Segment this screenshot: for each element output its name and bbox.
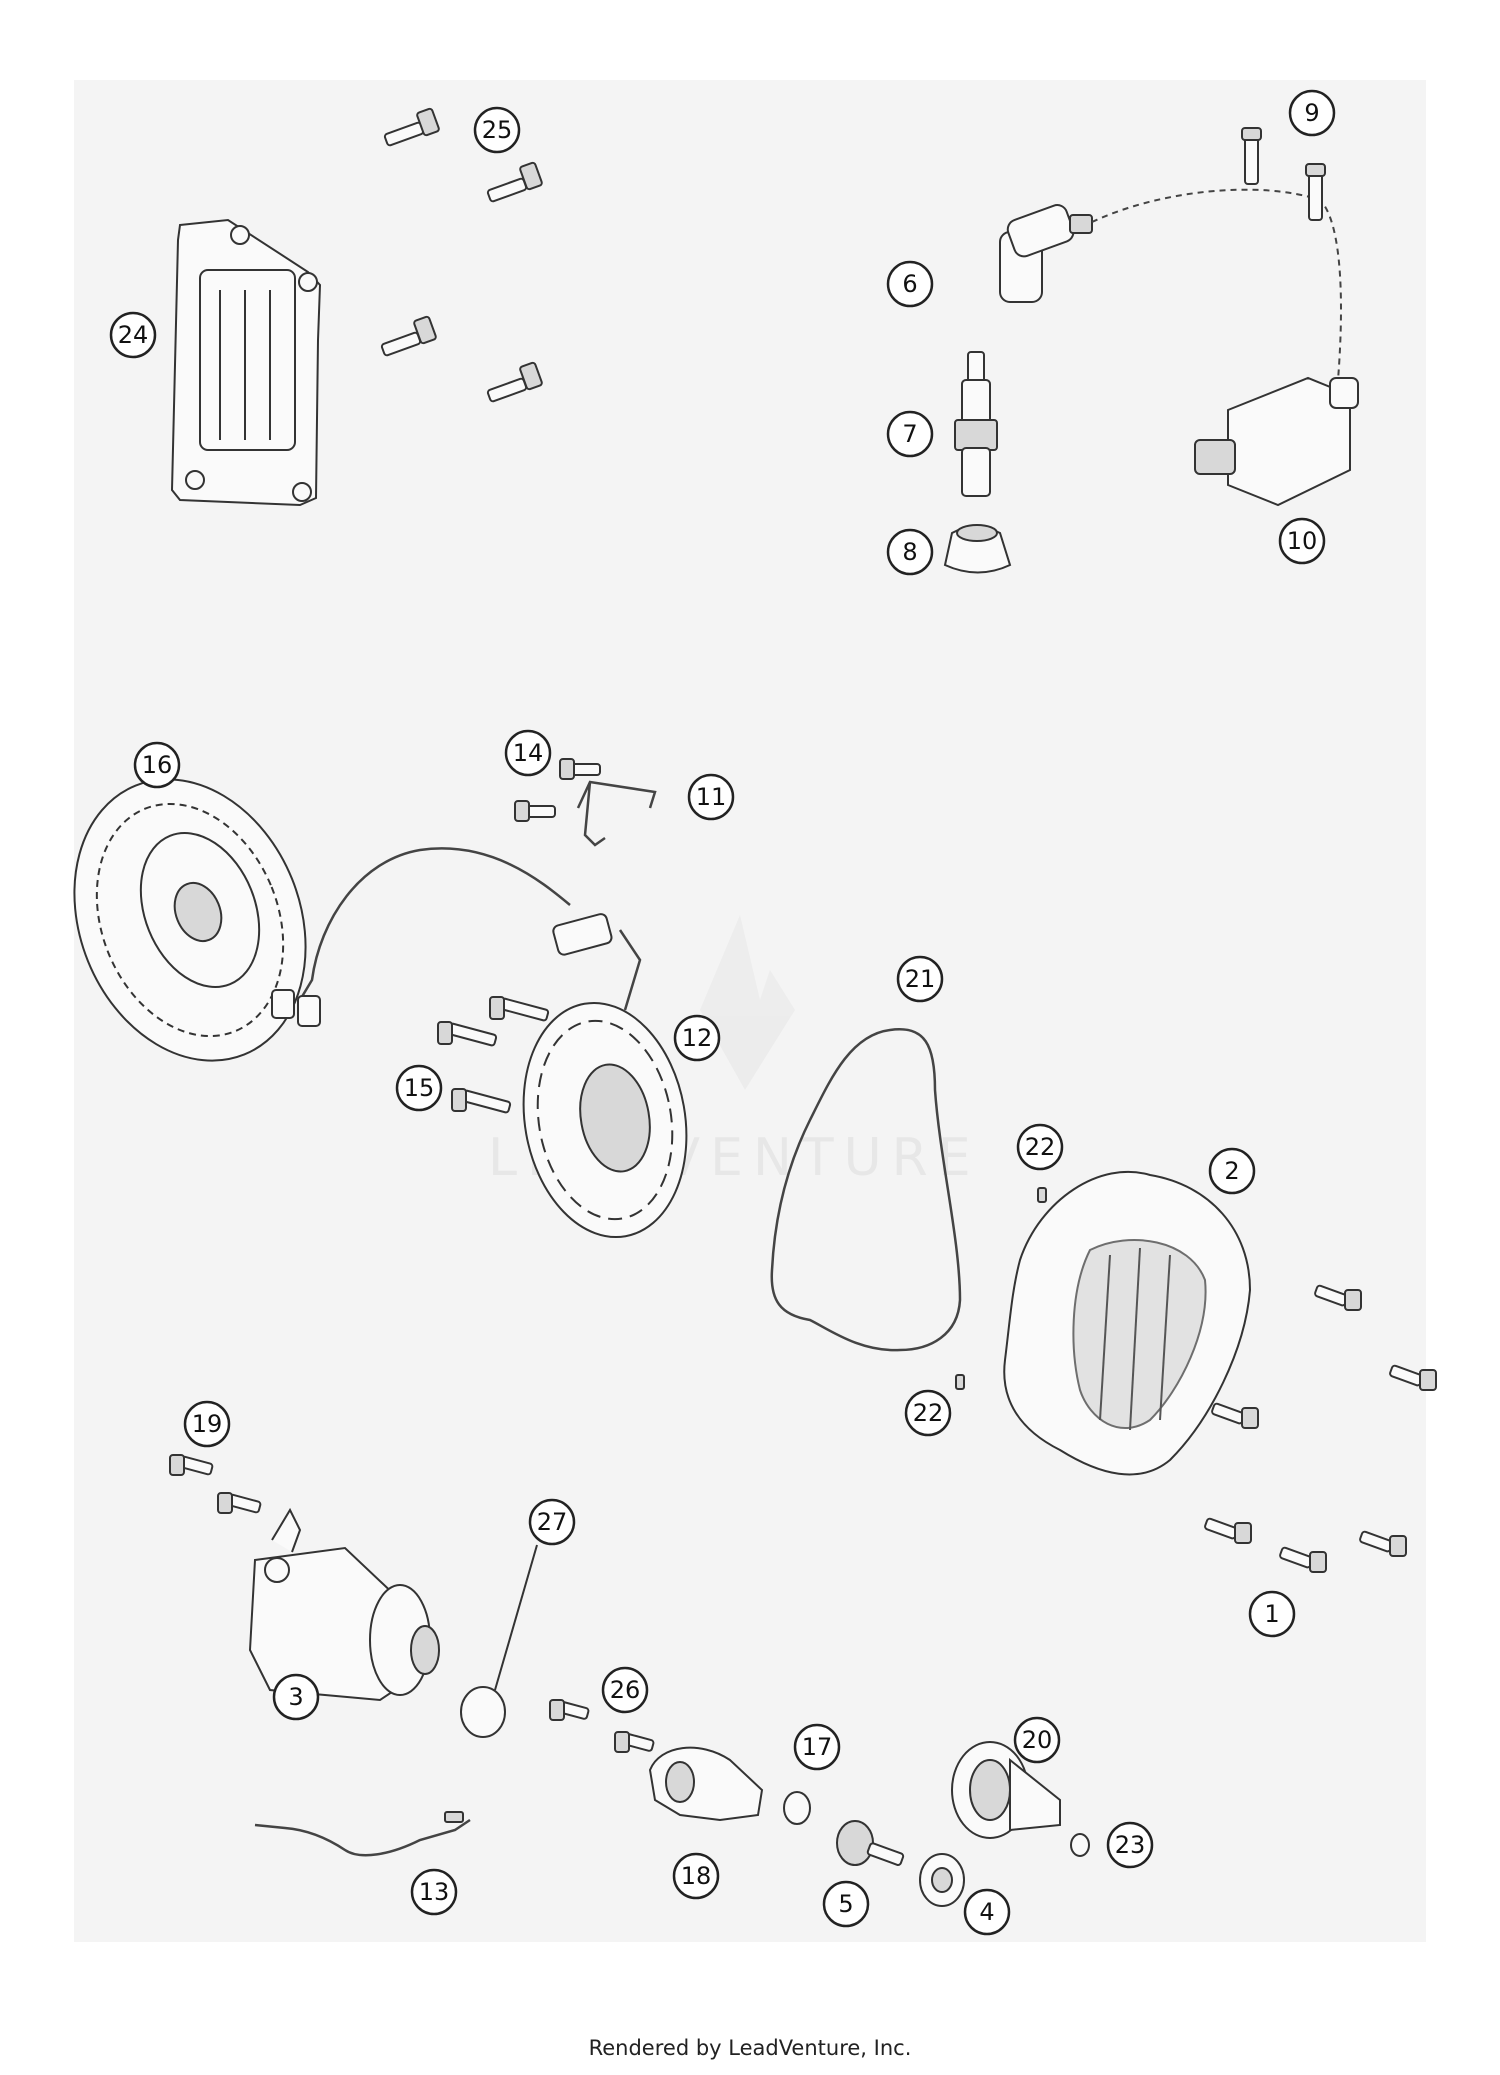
screws-19 [169,1454,262,1514]
svg-text:24: 24 [118,321,149,349]
gasket-21 [770,1028,962,1352]
svg-text:4: 4 [979,1898,994,1926]
callout-22b[interactable]: 22 [904,1389,952,1437]
svg-text:15: 15 [404,1074,435,1102]
svg-text:18: 18 [681,1862,712,1890]
svg-text:1: 1 [1264,1600,1279,1628]
regulator-bracket [170,218,322,507]
screws-15 [437,996,550,1114]
callout-11[interactable]: 11 [687,773,735,821]
svg-text:21: 21 [905,965,936,993]
svg-text:27: 27 [537,1508,568,1536]
callout-1[interactable]: 1 [1248,1590,1296,1638]
bearing-4 [919,1853,965,1907]
ignition-cover [1003,1170,1252,1476]
callout-3[interactable]: 3 [272,1673,320,1721]
ignition-coil [1194,376,1359,507]
callout-13[interactable]: 13 [410,1868,458,1916]
callout-4[interactable]: 4 [963,1888,1011,1936]
screws-9 [1241,127,1326,221]
callout-5[interactable]: 5 [822,1880,870,1928]
callout-21[interactable]: 21 [896,955,944,1003]
svg-text:22: 22 [913,1399,944,1427]
svg-text:26: 26 [610,1676,641,1704]
callout-22a[interactable]: 22 [1016,1123,1064,1171]
stator-wiring [271,847,642,1027]
gear-5 [836,1820,905,1866]
spark-plug [954,351,998,497]
screws-26 [549,1699,655,1753]
cable-13 [254,1811,471,1857]
svg-text:7: 7 [902,420,917,448]
callout-26[interactable]: 26 [601,1666,649,1714]
starter-drive-18 [648,1746,764,1822]
callout-6[interactable]: 6 [886,260,934,308]
callout-20[interactable]: 20 [1013,1716,1061,1764]
seal-8 [943,524,1012,574]
svg-text:23: 23 [1115,1831,1146,1859]
svg-text:25: 25 [482,116,513,144]
svg-text:6: 6 [902,270,917,298]
svg-text:9: 9 [1304,99,1319,127]
callout-9[interactable]: 9 [1288,89,1336,137]
screws-1 [1204,1284,1437,1573]
callout-12[interactable]: 12 [673,1014,721,1062]
callout-19[interactable]: 19 [183,1400,231,1448]
svg-text:20: 20 [1022,1726,1053,1754]
callout-16[interactable]: 16 [133,741,181,789]
svg-text:2: 2 [1224,1157,1239,1185]
callouts: 1 2 3 4 5 6 7 8 9 10 11 12 13 14 15 16 1… [109,89,1336,1936]
callout-10[interactable]: 10 [1278,517,1326,565]
callout-27[interactable]: 27 [528,1498,576,1546]
svg-text:19: 19 [192,1410,223,1438]
callout-23[interactable]: 23 [1106,1821,1154,1869]
spark-plug-cap [999,188,1342,381]
o-ring-27 [460,1544,538,1738]
svg-text:13: 13 [419,1878,450,1906]
callout-8[interactable]: 8 [886,528,934,576]
svg-text:5: 5 [838,1890,853,1918]
callout-24[interactable]: 24 [109,311,157,359]
svg-text:8: 8 [902,538,917,566]
starter-motor [248,1507,440,1702]
svg-text:22: 22 [1025,1133,1056,1161]
flywheel [73,778,307,1062]
dowel-pins-22 [955,1187,1047,1390]
freewheel-20 [951,1741,1061,1839]
callout-7[interactable]: 7 [886,410,934,458]
screw-set-25 [380,107,543,403]
callout-2[interactable]: 2 [1208,1147,1256,1195]
callout-17[interactable]: 17 [793,1723,841,1771]
svg-text:16: 16 [142,751,173,779]
svg-text:12: 12 [682,1024,713,1052]
footer-credit: Rendered by LeadVenture, Inc. [588,2036,912,2060]
callout-25[interactable]: 25 [473,106,521,154]
svg-text:10: 10 [1287,527,1318,555]
bracket-11 [576,780,657,847]
svg-text:17: 17 [802,1733,833,1761]
stator [522,1001,688,1239]
callout-18[interactable]: 18 [672,1852,720,1900]
svg-text:14: 14 [513,739,544,767]
callout-15[interactable]: 15 [395,1064,443,1112]
svg-text:11: 11 [696,783,727,811]
callout-14[interactable]: 14 [504,729,552,777]
washer-23 [1070,1833,1090,1857]
o-ring-17 [783,1791,811,1825]
screws-14 [514,758,601,822]
svg-text:3: 3 [288,1683,303,1711]
